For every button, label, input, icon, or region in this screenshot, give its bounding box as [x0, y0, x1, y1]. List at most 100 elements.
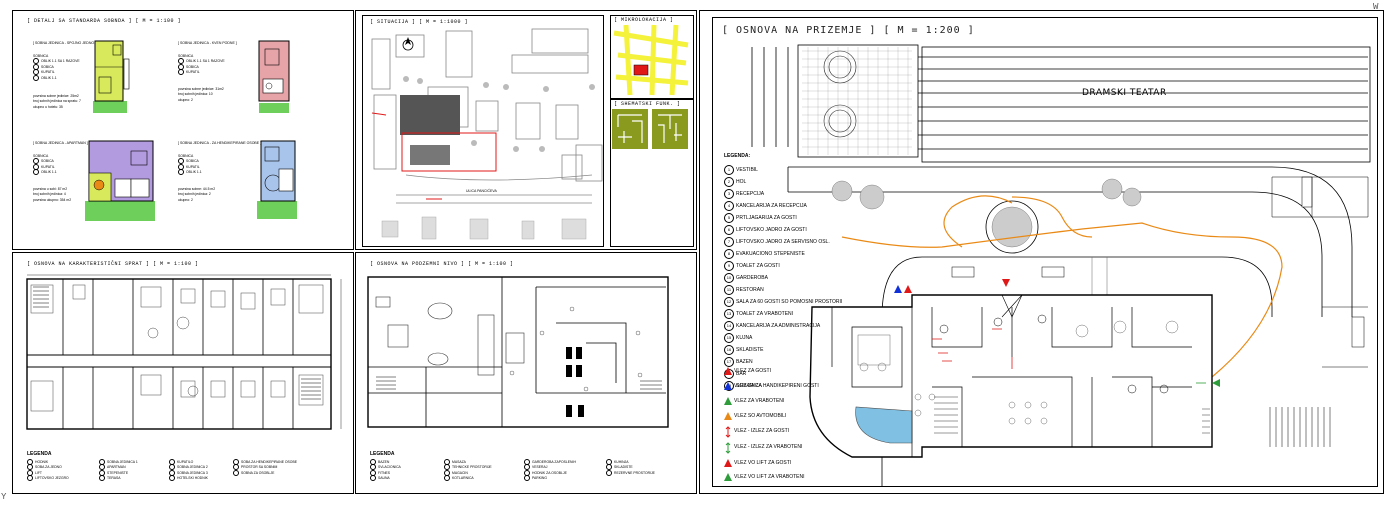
unit-legend: SOBNICA SOBICA KUPATIL OBLIK 1.1 — [178, 153, 202, 176]
unit-stat: ukupno: 2 — [178, 197, 193, 202]
unit-title: [ SOBNA JEDINICA - APARTMAN ] — [33, 141, 88, 145]
unit-stat: povrsina sobne jedinice: 25m2 — [33, 93, 79, 98]
legend-item: SAUNA — [370, 475, 401, 482]
typical-legend-col-4: SOBA ZA HENDIKEPIRANE OSOBE PROSTOR SA S… — [233, 458, 297, 476]
panel-apartment-details: [ DETALJ SA STANDARDA SOBNDA ] [ M = 1:1… — [12, 10, 354, 250]
unit-stat: ukupno u hotelu: 35 — [33, 104, 63, 109]
unit-stat: povrsina ukupno: 354 m2 — [33, 197, 72, 202]
situation-title: [ SITUACIJA ] [ M = 1:1000 ] — [370, 19, 469, 25]
unit-row: SOBNICA — [33, 53, 49, 58]
marker-item: VLEZ ZA ZA HANDIKEPIRENI GOSTI — [724, 382, 819, 390]
basement-legend-col-2: MASAZA TEHNICKE PROSTORIJE MAGACIN KOTLA… — [444, 458, 492, 482]
marker-item: VLEZ SO AVTOMOBILI — [724, 412, 786, 420]
basement-legend-col-4: KUHINJA SKLADISTE REZERVNE PROSTORIJE — [606, 458, 655, 476]
corner-mark-top-right: W — [1373, 2, 1379, 12]
panel-basement: [ OSNOVA NA PODZEMNI NIVO ] [ M = 1:100 … — [355, 252, 697, 494]
unit-stat: povrsina sobne: 44.5 m2 — [178, 186, 216, 191]
unit-stats: povrsina sobne jedinice: 31m2 broj sobni… — [178, 86, 224, 103]
unit-plan-1 — [93, 40, 130, 113]
unit-stat: ukupno: 2 — [178, 97, 193, 102]
unit-legend: SOBNICA SOBICA KUPATIL OBLIK 1.1 — [33, 153, 57, 176]
marker-item: VLEZ ZA GOSTI — [724, 367, 771, 375]
marker-item: VLEZ ZA VRABOTENI — [724, 397, 784, 405]
legend-item: KOTLARNICA — [444, 475, 492, 482]
situation-frame — [362, 15, 604, 247]
ground-floor-title: [ OSNOVA NA PRIZEMJE ] [ M = 1:200 ] — [722, 25, 975, 36]
legend-item: LIFTOVSKO JEZGRO — [27, 475, 69, 482]
red-triangle-icon — [724, 367, 732, 375]
functional-frame — [610, 99, 694, 247]
unit-title: [ SOBNA JEDINICA - ZA HENDIKEPIRANE OSOB… — [178, 141, 262, 145]
corner-mark-bottom-left: Y — [1, 492, 7, 502]
panel-ground-floor: [ OSNOVA NA PRIZEMJE ] [ M = 1:200 ] — [699, 10, 1384, 494]
basement-legend-col-1: BAZEN SVLACIONICA FITNES SAUNA — [370, 458, 401, 482]
unit-stats: povrsina sobne: 44.5 m2 broj sobnih jedi… — [178, 186, 215, 203]
unit-row: SOBNICA — [178, 153, 194, 158]
unit-card-4: [ SOBNA JEDINICA - ZA HENDIKEPIRANE OSOB… — [178, 141, 288, 231]
location-map — [612, 24, 690, 96]
legend-item: SVLACIONICA — [370, 464, 401, 471]
location-title: [ MIKROLOKACIJA ] — [614, 17, 674, 23]
typical-legend-col-2: SOBNA JEDINICA 1 APARTMAN STEPENISTE TER… — [99, 458, 138, 482]
unit-stats: povrsina u sobi: 87 m2 broj sobnih jedin… — [33, 186, 71, 203]
marker-item: VLEZ VO LIFT ZA GOSTI — [724, 459, 791, 467]
green-triangle-icon — [724, 397, 732, 405]
basement-legend-title: LEGENDA — [370, 451, 395, 457]
north-arrow-icon — [402, 37, 414, 51]
typical-floor-plan — [26, 274, 342, 430]
unit-stat: broj sobnih jedinica: 10 — [178, 92, 213, 97]
panel-title: [ DETALJ SA STANDARDA SOBNDA ] [ M = 1:1… — [27, 18, 182, 24]
unit-card-3: [ SOBNA JEDINICA - APARTMAN ] SOBNICA SO… — [33, 141, 143, 231]
unit-plan-2 — [258, 40, 290, 113]
unit-legend: SOBNICA OBLIK 1.1 SA 1 RAZOVE SOBICA KUP… — [178, 53, 225, 76]
panel-situation: [ SITUACIJA ] [ M = 1:1000 ] — [355, 10, 697, 250]
functional-title: [ SHEMATSKI FUNK. ] — [614, 101, 681, 107]
unit-card-1: [ SOBNA JEDINICA - SPOJNO JEDNOSTAVNA ] … — [33, 41, 143, 131]
unit-stats: povrsina sobne jedinice: 25m2 broj sobni… — [33, 93, 81, 110]
situation-plan — [371, 28, 603, 240]
unit-stat: broj sobnih jedinica na spratu: 7 — [33, 99, 81, 104]
legend-item: SOBNA ZA OSOBLJE — [233, 469, 297, 476]
typical-legend-col-3: KUPATILO SOBNA JEDINICA 2 SOBNA JEDINICA… — [169, 458, 208, 482]
unit-row: OBLIK 1.1 — [33, 74, 80, 81]
ground-legend-title: LEGENDA: — [724, 153, 751, 159]
legend-item: HOTELSKI HODNIK — [169, 475, 208, 482]
green-lift-marker-icon — [724, 473, 732, 481]
red-double-arrow-icon — [725, 426, 731, 438]
unit-stat: broj sobnih jedinica: 4 — [33, 192, 66, 197]
unit-card-2: [ SOBNA JEDINICA - KVEN PODNE ] SOBNICA … — [178, 41, 288, 131]
unit-stat: broj sobnih jedinica: 2 — [178, 192, 211, 197]
unit-plan-3 — [85, 140, 155, 221]
unit-title: [ SOBNA JEDINICA - KVEN PODNE ] — [178, 41, 237, 45]
legend-item: SOBA ZA HENDIKEPIRANE OSOBE — [233, 458, 297, 465]
unit-row: SOBNICA — [33, 153, 49, 158]
basement-title: [ OSNOVA NA PODZEMNI NIVO ] [ M = 1:100 … — [370, 261, 514, 267]
legend-item: REZERVNE PROSTORIJE — [606, 469, 655, 476]
unit-legend: SOBNICA OBLIK 1.1 SA 1 RAZOVE SOBICA KUP… — [33, 53, 80, 81]
site-plan — [751, 44, 1371, 487]
unit-stat: povrsina sobne jedinice: 31m2 — [178, 86, 224, 91]
orange-triangle-icon — [724, 412, 732, 420]
unit-row: OBLIK 1.1 — [178, 169, 202, 176]
typical-floor-title: [ OSNOVA NA KARAKTERISTIČNI SPRAT ] [ M … — [27, 261, 199, 267]
unit-row: SOBNICA — [178, 53, 194, 58]
green-double-arrow-icon — [725, 442, 731, 454]
legend-item: TEHNICKE PROSTORIJE — [444, 464, 492, 471]
unit-row: OBLIK 1.1 — [33, 169, 57, 176]
